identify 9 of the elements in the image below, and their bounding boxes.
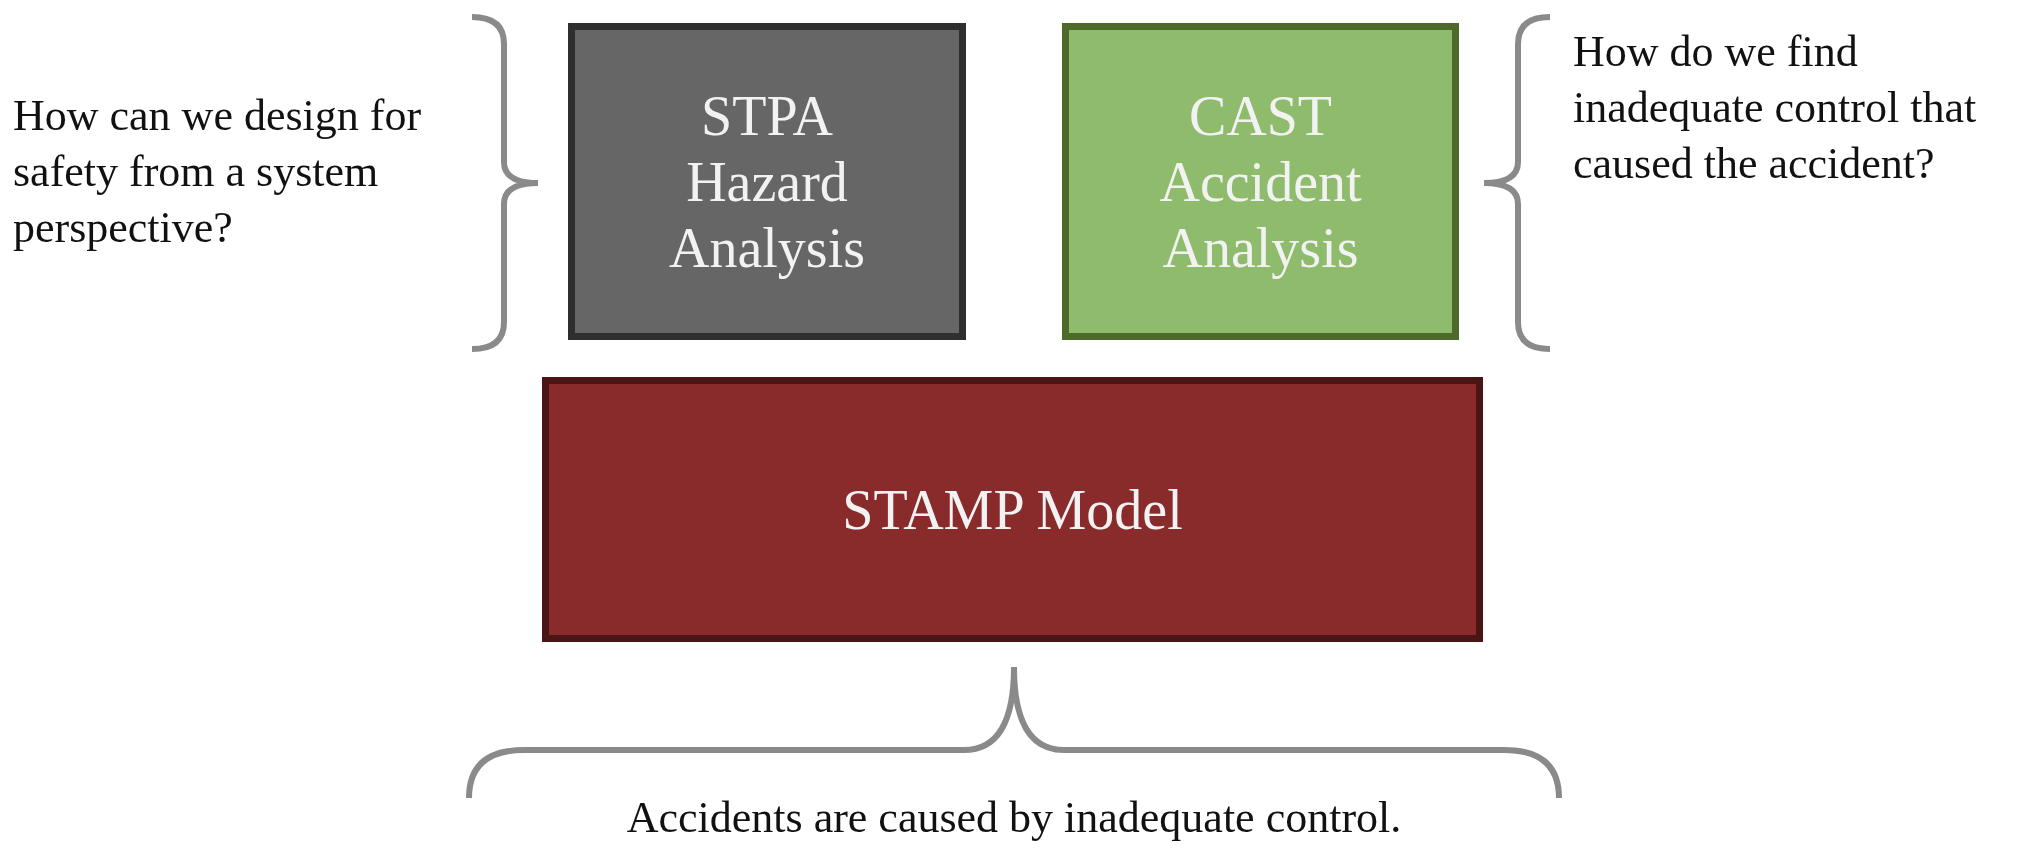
box-title: STPA Hazard Analysis [668,83,866,281]
annotation-text: Accidents are caused by inadequate control. [625,792,1403,844]
process-box [568,23,966,340]
annotation-text: How do we find inadequate control that caused the accident? [1573,26,1978,190]
box-title: STAMP Model [841,477,1184,543]
process-box [542,377,1483,642]
process-box [1062,23,1459,340]
box-title: CAST Accident Analysis [1158,83,1363,281]
annotation-text: How can we design for safety from a system perspective? [13,90,423,254]
